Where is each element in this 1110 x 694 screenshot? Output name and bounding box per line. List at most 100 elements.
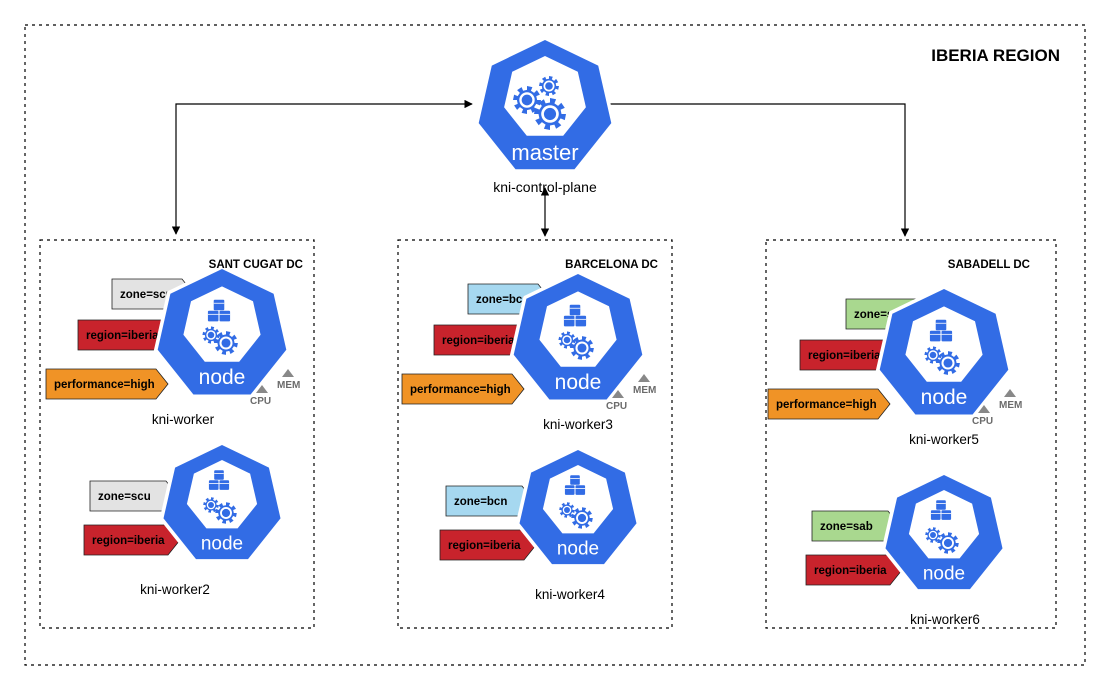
cube-icon — [930, 510, 941, 520]
node-name: kni-worker — [152, 412, 215, 427]
gear-icon — [513, 86, 541, 114]
gear-icon — [559, 502, 575, 518]
label-text: zone=bcn — [454, 496, 507, 508]
cube-icon — [569, 304, 581, 316]
cube-face — [569, 304, 581, 316]
node-icon-label: node — [921, 386, 968, 409]
node-label-tag: performance=high — [401, 373, 525, 405]
worker-node[interactable]: node — [875, 285, 1013, 419]
label-text: region=iberia — [92, 535, 165, 547]
cube-icon — [575, 485, 586, 495]
label-shape — [767, 388, 891, 420]
gear-hub — [208, 502, 214, 508]
datacenter-box — [765, 239, 1057, 629]
label-text: region=iberia — [442, 335, 515, 347]
cube-icon — [208, 480, 219, 490]
worker-node[interactable]: node — [881, 471, 1007, 593]
cubes-gear-icon — [924, 319, 960, 375]
label-text: region=iberia — [448, 540, 521, 552]
gear-icon — [937, 532, 959, 554]
datacenter-box — [397, 239, 673, 629]
cube-icon — [213, 299, 225, 311]
gear-icon — [570, 336, 594, 360]
cube-face — [219, 480, 230, 490]
edge-master-santcugat — [171, 99, 473, 235]
gear-icon — [215, 502, 237, 524]
mem-label: MEM — [999, 400, 1022, 411]
gear-icon — [534, 98, 566, 130]
label-shape — [439, 529, 537, 561]
node-name: kni-worker5 — [909, 432, 979, 447]
gear-hub — [563, 336, 571, 344]
cubes-gear-icon — [558, 304, 594, 360]
worker-node[interactable]: node — [515, 446, 641, 568]
node-name: kni-worker4 — [535, 587, 605, 602]
gear-hub — [943, 358, 953, 368]
node-label-tag: performance=high — [767, 388, 891, 420]
cube-face — [207, 310, 219, 322]
label-text: region=iberia — [86, 330, 159, 342]
cube-icon — [936, 500, 946, 510]
master-name: kni-control-plane — [493, 179, 597, 195]
mem-icon — [638, 374, 650, 382]
datacenter-title: SANT CUGAT DC — [209, 259, 303, 271]
region-title: IBERIA REGION — [931, 46, 1060, 65]
label-text: performance=high — [410, 384, 511, 396]
worker-node[interactable]: node — [159, 441, 285, 563]
gear-hub — [929, 351, 937, 359]
cpu-icon — [612, 390, 624, 398]
node-name: kni-worker6 — [910, 612, 980, 627]
label-shape — [83, 524, 181, 556]
node-inner-panel — [183, 286, 261, 362]
gear-hub — [577, 513, 587, 523]
master-node[interactable]: master — [474, 36, 616, 173]
cube-icon — [570, 475, 580, 485]
cube-face — [213, 299, 225, 311]
cube-face — [936, 500, 946, 510]
cube-icon — [935, 319, 947, 331]
region-boundary — [24, 24, 1086, 666]
gears-icon — [513, 76, 566, 130]
node-label-tag: zone=bcn — [445, 485, 535, 517]
edge-master-sabadell — [610, 103, 910, 237]
mem-label: MEM — [277, 380, 300, 391]
worker-node[interactable]: node — [153, 265, 291, 399]
cpu-label: CPU — [606, 401, 627, 412]
gear-hub — [930, 532, 936, 538]
cube-face — [563, 315, 575, 327]
node-icon-label: node — [201, 533, 243, 554]
cube-icon — [941, 330, 953, 342]
gear-hub — [207, 331, 215, 339]
node-label-tag: performance=high — [45, 368, 169, 400]
gear-hub — [221, 508, 231, 518]
cube-icon — [219, 310, 231, 322]
master-icon-label: master — [511, 140, 578, 165]
label-text: zone=scu — [120, 289, 173, 301]
node-icon-label: node — [555, 371, 602, 394]
node-icon-label: node — [557, 538, 599, 559]
worker-node[interactable]: node — [509, 270, 647, 404]
cube-icon — [564, 485, 575, 495]
datacenter-title: SABADELL DC — [948, 259, 1030, 271]
cubes-gear-icon — [925, 500, 959, 554]
label-text: region=iberia — [808, 350, 881, 362]
label-shape — [401, 373, 525, 405]
cube-face — [575, 315, 587, 327]
label-text: zone=sab — [820, 521, 873, 533]
node-label-tag: region=iberia — [805, 554, 903, 586]
cubes-gear-icon — [203, 470, 237, 524]
cube-face — [941, 330, 953, 342]
datacenter-title: BARCELONA DC — [565, 259, 658, 271]
gear-icon — [571, 507, 593, 529]
node-label-tag: zone=sab — [811, 510, 901, 542]
gear-hub — [943, 538, 953, 548]
gear-hub — [577, 343, 587, 353]
node-label-tag: region=iberia — [439, 529, 537, 561]
cube-face — [219, 310, 231, 322]
datacenter-box — [39, 239, 315, 629]
cube-face — [930, 510, 941, 520]
node-name: kni-worker3 — [543, 417, 613, 432]
